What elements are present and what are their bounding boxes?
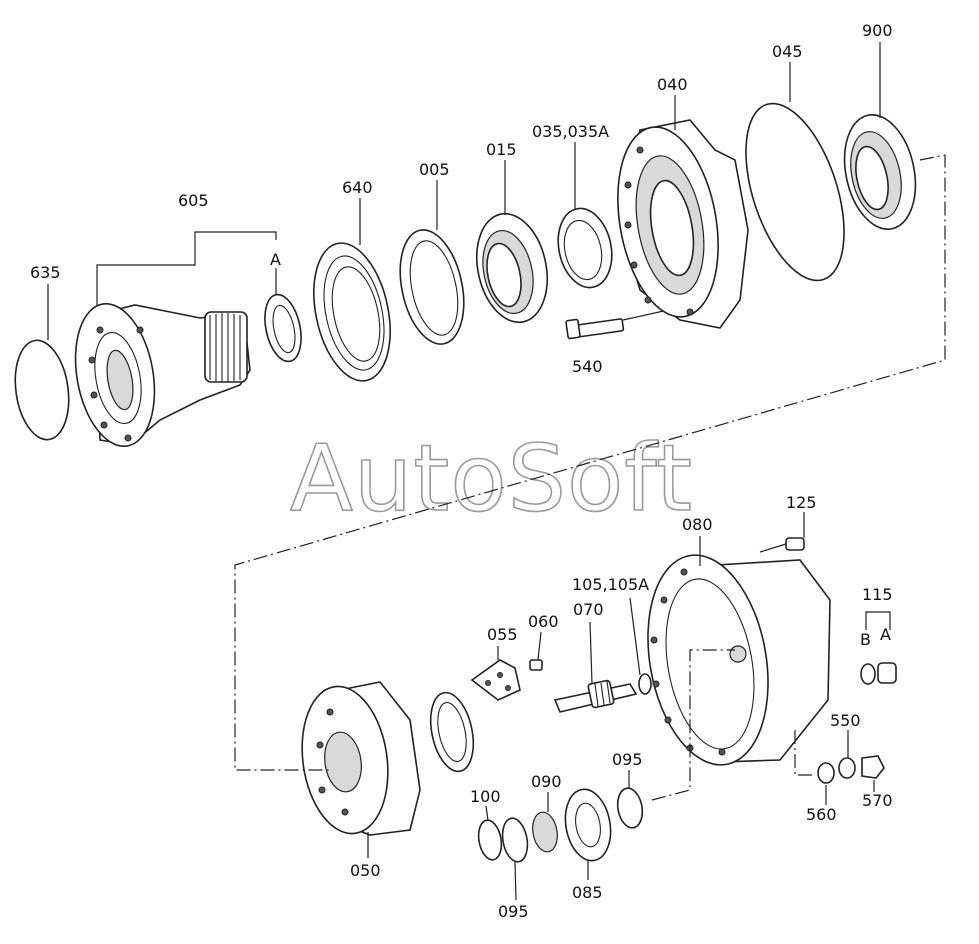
part-570-nut: [861, 755, 885, 779]
label-605: 605: [178, 191, 209, 210]
label-a-right: A: [880, 625, 891, 644]
part-labels: 900 045 040 035,035A 015 005 640 605 635…: [30, 21, 893, 921]
part-a-lock-ring: [264, 293, 302, 363]
label-b-right: B: [860, 630, 871, 649]
label-115: 115: [862, 585, 893, 604]
label-560: 560: [806, 805, 837, 824]
part-015-bearing: [476, 212, 548, 324]
part-070-shaft: [553, 679, 638, 713]
label-090: 090: [531, 772, 562, 791]
label-a-top: A: [270, 250, 281, 269]
part-105-pin: [638, 673, 652, 695]
label-055: 055: [487, 625, 518, 644]
label-005: 005: [419, 160, 450, 179]
part-115-plug: [860, 662, 897, 685]
label-100: 100: [470, 787, 501, 806]
part-550-ring: [838, 757, 856, 779]
watermark-text: AutoSoft: [290, 425, 693, 532]
part-080-housing: [647, 554, 831, 766]
label-085: 085: [572, 883, 603, 902]
part-045-o-ring: [745, 102, 845, 282]
label-550: 550: [830, 711, 861, 730]
label-640: 640: [342, 178, 373, 197]
label-015: 015: [486, 140, 517, 159]
part-900-bearing: [843, 114, 917, 230]
label-900: 900: [862, 21, 893, 40]
part-055-washer: [470, 659, 521, 701]
label-125: 125: [786, 493, 817, 512]
label-540: 540: [572, 357, 603, 376]
leader-lines: [47, 42, 891, 901]
part-125-bolt: [759, 537, 805, 553]
part-085-gear: [564, 788, 612, 862]
label-060: 060: [528, 612, 559, 631]
label-040: 040: [657, 75, 688, 94]
label-105: 105,105A: [572, 575, 649, 594]
part-005-ring: [399, 229, 465, 345]
label-035: 035,035A: [532, 122, 609, 141]
part-040-housing: [617, 119, 749, 329]
label-570: 570: [862, 791, 893, 810]
assembly-lines: [234, 154, 946, 801]
part-095-snap-ring-right: [616, 787, 644, 829]
part-060-bolt: [529, 659, 543, 671]
part-035-race: [557, 207, 613, 289]
part-050-carrier: [301, 681, 421, 836]
part-560-washer: [817, 762, 835, 784]
label-635: 635: [30, 263, 61, 282]
label-045: 045: [772, 42, 803, 61]
part-cage-ring: [429, 691, 475, 773]
label-080: 080: [682, 515, 713, 534]
label-070: 070: [573, 600, 604, 619]
part-100-washer: [477, 819, 503, 861]
label-095-left: 095: [498, 902, 529, 921]
part-605-hub: [74, 302, 251, 448]
part-540-bolt: [565, 309, 669, 340]
label-095-right: 095: [612, 750, 643, 769]
part-640-seal: [313, 242, 391, 382]
part-090-needle-bearing: [532, 811, 558, 853]
label-050: 050: [350, 861, 381, 880]
part-635-o-ring: [14, 339, 70, 441]
part-095-snap-ring-left: [501, 817, 529, 863]
